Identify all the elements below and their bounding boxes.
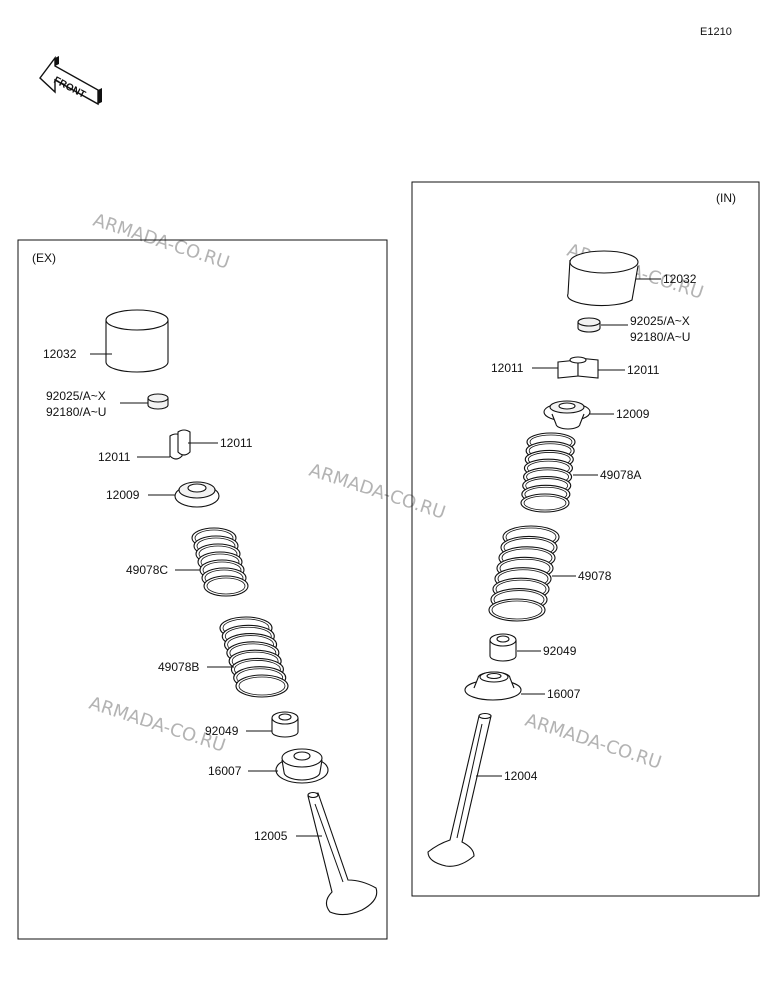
spring-coil-inner — [238, 676, 286, 696]
in-panel-frame — [411, 181, 760, 897]
watermark: ARMADA-CO.RU — [90, 210, 232, 274]
diagram-code: E1210 — [700, 26, 732, 38]
ex-cotters — [169, 429, 191, 460]
ex-label-cotter-right: 12011 — [220, 436, 253, 450]
spring-coil-inner — [206, 577, 246, 595]
spring-coil-inner — [491, 600, 543, 620]
in-panel: (IN) 12032 92025/A~X 92180/A~U 12011 120… — [411, 181, 760, 897]
in-cotters — [557, 356, 599, 379]
ex-label-seal: 92049 — [205, 724, 239, 738]
front-arrow-icon: FRONT — [39, 55, 102, 106]
watermark: ARMADA-CO.RU — [522, 710, 664, 774]
ex-valve — [307, 791, 378, 916]
watermark: ARMADA-CO.RU — [306, 460, 448, 524]
ex-stem-seal — [271, 711, 299, 738]
ex-label-valve: 12005 — [254, 829, 288, 843]
in-spring-seat — [464, 671, 522, 701]
ex-label-seat: 16007 — [208, 764, 242, 778]
in-label-valve: 12004 — [504, 769, 538, 783]
in-label-shim-a: 92025/A~X — [630, 314, 690, 328]
ex-spring-inner — [191, 527, 249, 597]
spring-coil — [520, 493, 570, 513]
in-label-spring-outer: 49078 — [578, 569, 612, 583]
in-label-spring-inner: 49078A — [600, 468, 641, 482]
in-label-shim-b: 92180/A~U — [630, 330, 690, 344]
ex-spring-outer — [219, 616, 289, 698]
ex-label-shim-a: 92025/A~X — [46, 389, 106, 403]
in-label-seat: 16007 — [547, 687, 581, 701]
in-spring-inner — [520, 432, 576, 513]
spring-coil — [235, 674, 289, 698]
ex-panel: (EX) 12032 92025/A~X 92180/A~U 12011 120… — [17, 239, 388, 940]
in-label-tappet: 12032 — [663, 272, 697, 286]
spring-coil — [203, 575, 249, 597]
ex-panel-frame — [17, 239, 388, 940]
spring-coil-inner — [523, 495, 567, 511]
ex-panel-title: (EX) — [32, 251, 56, 265]
ex-label-spring-outer: 49078B — [158, 660, 199, 674]
in-shim — [577, 317, 601, 333]
in-valve — [427, 712, 492, 867]
ex-label-retainer: 12009 — [106, 488, 140, 502]
in-tappet — [567, 250, 639, 307]
ex-label-cotter-left: 12011 — [98, 450, 131, 464]
in-label-seal: 92049 — [543, 644, 577, 658]
in-spring-outer — [488, 525, 560, 622]
ex-label-spring-inner: 49078C — [126, 563, 168, 577]
in-panel-title: (IN) — [716, 191, 736, 205]
ex-tappet — [105, 309, 169, 373]
in-label-cotter-left: 12011 — [491, 361, 524, 375]
in-retainer — [543, 400, 591, 430]
spring-coil — [488, 598, 546, 622]
ex-spring-seat — [275, 748, 329, 784]
ex-retainer — [174, 481, 220, 508]
in-label-cotter-right: 12011 — [627, 363, 660, 377]
ex-shim — [147, 393, 169, 410]
ex-label-shim-b: 92180/A~U — [46, 405, 106, 419]
ex-label-tappet: 12032 — [43, 347, 77, 361]
in-stem-seal — [489, 633, 517, 662]
in-label-retainer: 12009 — [616, 407, 650, 421]
